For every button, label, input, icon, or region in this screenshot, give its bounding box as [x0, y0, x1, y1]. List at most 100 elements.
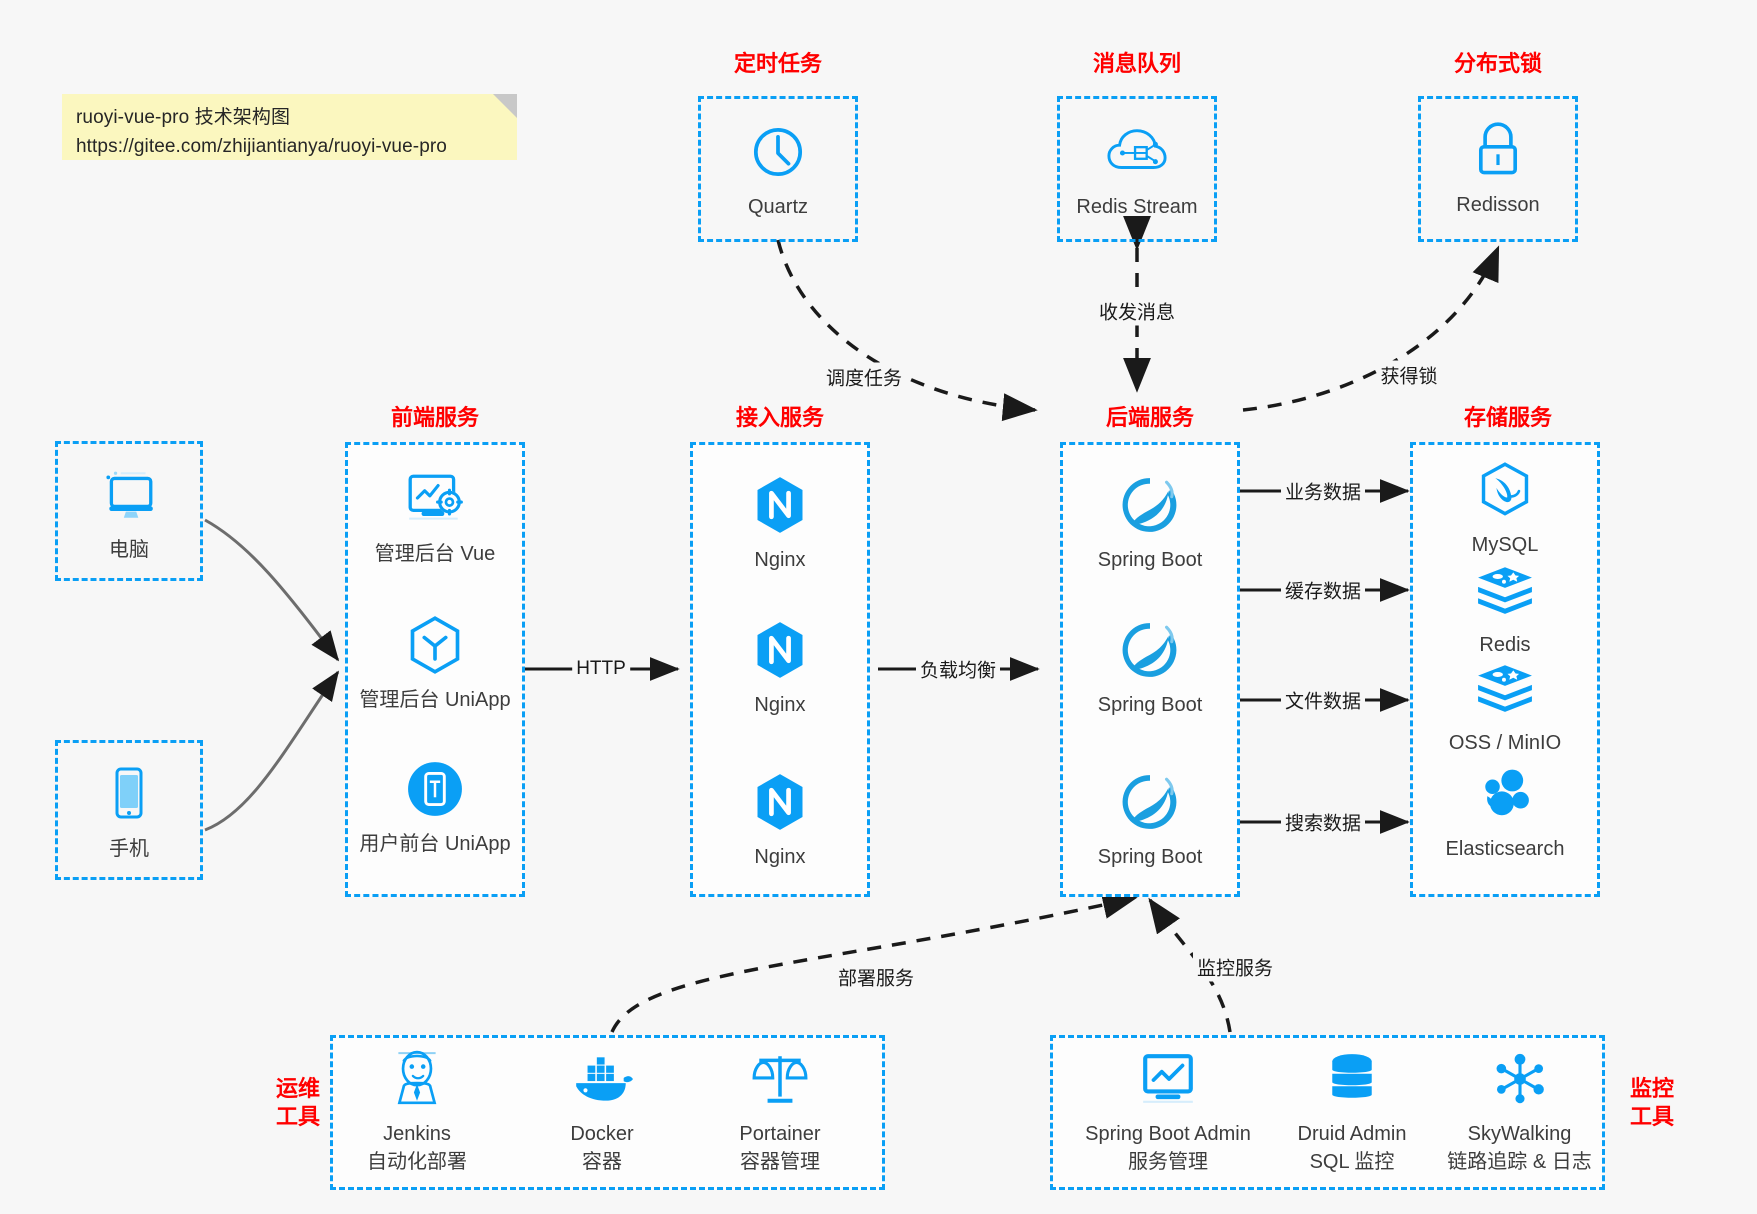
node-label-phone: 手机 [109, 838, 149, 860]
node-sublabel-docker: 容器 [582, 1151, 622, 1173]
group-title-message-queue: 消息队列 [1092, 51, 1181, 76]
note-line-url: https://gitee.com/zhijiantianya/ruoyi-vu… [76, 135, 447, 157]
node-sublabel-skywalking: 链路追踪 & 日志 [1447, 1151, 1592, 1173]
node-label-docker: Docker [570, 1123, 634, 1145]
node-mysql[interactable]: MySQL [1425, 458, 1585, 558]
note-fold-icon [493, 94, 517, 118]
node-redis-stream[interactable]: Redis Stream [1057, 120, 1217, 220]
database-cylinder-icon [1272, 1047, 1432, 1111]
group-title-devops-line2: 工具 [275, 1103, 320, 1129]
node-nginx-3[interactable]: Nginx [700, 770, 860, 870]
node-label-redis-stream: Redis Stream [1076, 196, 1198, 218]
edge-label-loadbalance: 负载均衡 [915, 654, 1001, 684]
desktop-monitor-icon [49, 463, 209, 527]
edge-quartz-to-backend [776, 239, 1038, 422]
node-jenkins[interactable]: Jenkins 自动化部署 [337, 1047, 497, 1175]
node-redisson[interactable]: Redisson [1418, 118, 1578, 218]
node-label-nginx-2: Nginx [754, 694, 806, 716]
edge-label-search-data: 搜索数据 [1280, 807, 1366, 837]
nginx-icon [700, 770, 860, 834]
node-label-elasticsearch: Elasticsearch [1445, 838, 1565, 860]
node-label-oss: OSS / MinIO [1448, 732, 1562, 754]
dashboard-gear-icon [355, 467, 515, 531]
nginx-icon [700, 618, 860, 682]
edge-phone-to-frontend [204, 670, 340, 832]
phone-circle-icon [355, 757, 515, 821]
edge-label-file-data: 文件数据 [1280, 685, 1366, 715]
node-label-nginx-1: Nginx [754, 549, 806, 571]
node-springboot-2[interactable]: Spring Boot [1070, 618, 1230, 718]
node-label-redis: Redis [1479, 634, 1531, 656]
skywalking-node-icon [1432, 1047, 1607, 1111]
node-quartz[interactable]: Quartz [698, 120, 858, 220]
edge-label-deploy-service: 部署服务 [833, 962, 919, 992]
node-label-nginx-3: Nginx [754, 846, 806, 868]
architecture-note: ruoyi-vue-pro 技术架构图 https://gitee.com/zh… [62, 94, 517, 160]
group-title-storage: 存储服务 [1463, 405, 1552, 430]
node-oss[interactable]: OSS / MinIO [1425, 656, 1585, 756]
edge-label-business-data: 业务数据 [1280, 476, 1366, 506]
group-title-devops: 运维 工具 [258, 1075, 338, 1130]
node-elasticsearch[interactable]: Elasticsearch [1425, 762, 1585, 862]
mobile-phone-icon [49, 762, 209, 826]
redis-stack-icon [1425, 558, 1585, 622]
node-label-admin-vue: 管理后台 Vue [374, 543, 496, 565]
node-label-quartz: Quartz [747, 196, 809, 218]
node-label-springboot-1: Spring Boot [1097, 549, 1203, 571]
storage-stack-icon [1425, 656, 1585, 720]
node-user-uniapp[interactable]: 用户前台 UniApp [355, 757, 515, 857]
group-title-devops-line1: 运维 [275, 1076, 320, 1101]
group-title-distributed-lock: 分布式锁 [1453, 51, 1542, 76]
node-nginx-1[interactable]: Nginx [700, 473, 860, 573]
group-box-message-queue [1057, 96, 1217, 242]
node-phone[interactable]: 手机 [49, 762, 209, 862]
node-label-jenkins: Jenkins [383, 1123, 451, 1145]
node-label-user-uniapp: 用户前台 UniApp [359, 833, 511, 855]
group-box-pc [55, 441, 203, 581]
monitor-chart-icon [1068, 1047, 1268, 1111]
node-admin-vue[interactable]: 管理后台 Vue [355, 467, 515, 567]
group-box-monitor [1050, 1035, 1605, 1190]
spring-leaf-icon [1070, 618, 1230, 682]
jenkins-butler-icon [337, 1047, 497, 1111]
node-admin-uniapp[interactable]: 管理后台 UniApp [355, 613, 515, 713]
group-box-phone [55, 740, 203, 880]
group-title-backend: 后端服务 [1105, 405, 1194, 430]
nginx-icon [700, 473, 860, 537]
edge-pc-to-frontend [204, 518, 340, 662]
node-springboot-1[interactable]: Spring Boot [1070, 473, 1230, 573]
group-title-monitor: 监控 工具 [1612, 1075, 1692, 1130]
spring-leaf-icon [1070, 770, 1230, 834]
edge-label-schedule-task: 调度任务 [821, 362, 907, 392]
node-sublabel-druid-admin: SQL 监控 [1309, 1151, 1395, 1173]
lock-icon [1418, 118, 1578, 182]
group-title-gateway: 接入服务 [735, 405, 824, 430]
mysql-dolphin-icon [1425, 458, 1585, 522]
group-box-backend [1060, 442, 1240, 897]
node-redis[interactable]: Redis [1425, 558, 1585, 658]
node-springboot-3[interactable]: Spring Boot [1070, 770, 1230, 870]
node-pc[interactable]: 电脑 [49, 463, 209, 563]
node-docker[interactable]: Docker 容器 [522, 1047, 682, 1175]
node-druid-admin[interactable]: Druid Admin SQL 监控 [1272, 1047, 1432, 1175]
node-sublabel-spring-boot-admin: 服务管理 [1128, 1151, 1208, 1173]
node-label-portainer: Portainer [739, 1123, 821, 1145]
node-label-mysql: MySQL [1471, 534, 1539, 556]
edge-label-send-receive: 收发消息 [1094, 296, 1180, 326]
node-skywalking[interactable]: SkyWalking 链路追踪 & 日志 [1432, 1047, 1607, 1175]
group-box-storage [1410, 442, 1600, 897]
group-title-monitor-line2: 工具 [1629, 1103, 1674, 1129]
node-portainer[interactable]: Portainer 容器管理 [700, 1047, 860, 1175]
node-label-admin-uniapp: 管理后台 UniApp [359, 689, 511, 711]
elasticsearch-icon [1425, 762, 1585, 826]
edge-label-monitor-service: 监控服务 [1192, 952, 1278, 982]
node-label-springboot-3: Spring Boot [1097, 846, 1203, 868]
node-sublabel-portainer: 容器管理 [740, 1151, 820, 1173]
node-spring-boot-admin[interactable]: Spring Boot Admin 服务管理 [1068, 1047, 1268, 1175]
uniapp-hexagon-icon [355, 613, 515, 677]
cloud-network-icon [1057, 120, 1217, 184]
node-nginx-2[interactable]: Nginx [700, 618, 860, 718]
edge-label-cache-data: 缓存数据 [1280, 575, 1366, 605]
note-line-title: ruoyi-vue-pro 技术架构图 [76, 107, 291, 128]
